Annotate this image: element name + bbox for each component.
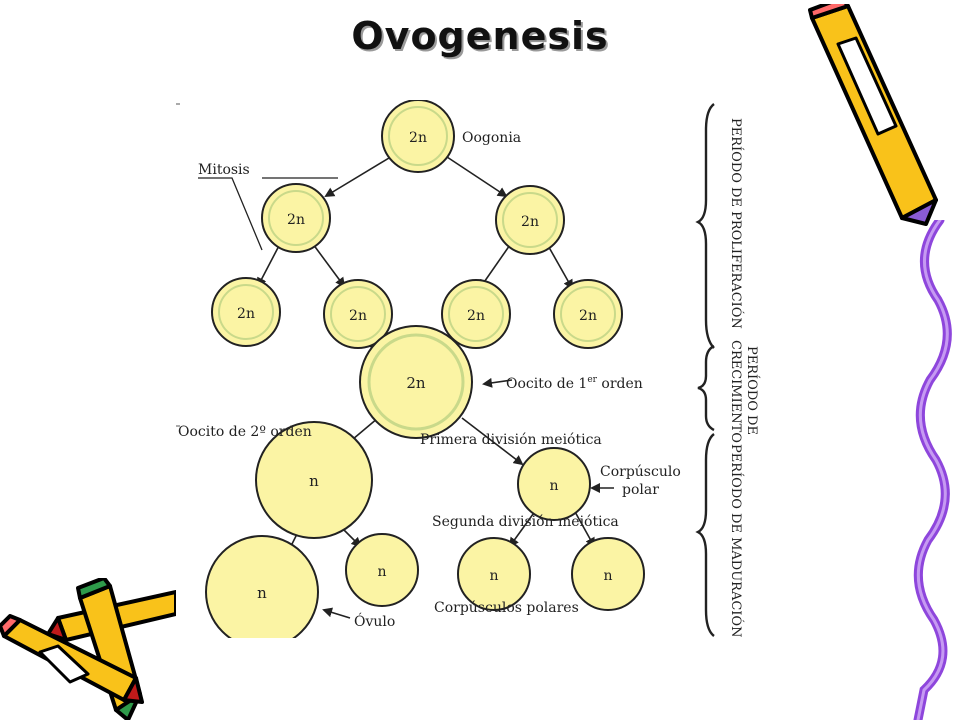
svg-text:n: n [309, 472, 319, 490]
svg-text:n: n [377, 564, 386, 580]
diagram-canvas: 2n 2n 2n 2n 2n 2n 2n 2n n n n n n n Oogo… [176, 99, 760, 649]
arrow [508, 509, 537, 548]
cell-2n-c: 2n [441, 279, 511, 349]
cell-secondary-oocyte: n [255, 421, 373, 539]
svg-text:2n: 2n [349, 308, 367, 324]
arrow [324, 154, 395, 198]
svg-text:2n: 2n [521, 214, 539, 230]
svg-text:n: n [603, 568, 612, 584]
label-period-growth-2: CRECIMIENTO [728, 340, 743, 443]
svg-text:2n: 2n [406, 374, 426, 392]
label-first-division: Primera división meiótica [420, 432, 602, 448]
label-primary-oocyte: Oocito de 1er orden [506, 375, 643, 392]
pencils-icon [0, 578, 176, 720]
label-oogonia: Oogonia [462, 130, 521, 146]
label-mitosis: Mitosis [198, 162, 250, 178]
arrow [573, 509, 595, 548]
svg-text:n: n [549, 478, 558, 494]
arrow [309, 239, 346, 288]
arrow [545, 241, 573, 290]
cell-polar-body-1: n [517, 447, 591, 521]
cell-polar-body-3: n [457, 537, 531, 611]
cell-2n-d: 2n [553, 279, 623, 349]
label-period-growth-1: PERÍODO DE [744, 346, 760, 435]
bracket-maturation [695, 433, 715, 637]
label-period-maturation: PERÍODO DE MADURACIÓN [728, 444, 745, 637]
arrow [443, 154, 508, 198]
svg-text:2n: 2n [467, 308, 485, 324]
svg-text:n: n [489, 568, 498, 584]
cell-2n-a: 2n [211, 277, 281, 347]
arrow [461, 417, 524, 466]
label-secondary-oocyte: Oocito de 2º orden [178, 424, 312, 440]
arrow [322, 607, 351, 619]
cell-oogonia: 2n [381, 99, 455, 173]
pencil-icon [808, 4, 938, 226]
cell-polar-body-2: n [345, 533, 419, 607]
label-polar-body-1: Corpúsculo [600, 464, 681, 480]
cell-mitosis-1: 2n [261, 183, 331, 253]
cell-polar-body-4: n [571, 537, 645, 611]
decorative-border [913, 220, 952, 720]
svg-text:2n: 2n [237, 306, 255, 322]
ovogenesis-diagram: 2n 2n 2n 2n 2n 2n 2n 2n n n n n n n Oogo… [176, 99, 762, 649]
label-polar-body-2: polar [622, 482, 659, 498]
svg-text:2n: 2n [287, 212, 305, 228]
ploidy-label: 2n [409, 130, 427, 146]
bracket-proliferation [695, 103, 715, 349]
svg-text:2n: 2n [579, 308, 597, 324]
arrow [482, 377, 513, 388]
label-ovum: Óvulo [354, 612, 395, 630]
slide-title: Ovogenesis [351, 14, 609, 58]
cell-primary-oocyte: 2n [359, 325, 473, 439]
label-polar-bodies: Corpúsculos polares [434, 600, 579, 616]
cell-2n-b: 2n [323, 279, 393, 349]
cell-mitosis-2: 2n [495, 185, 565, 255]
label-period-proliferation: PERÍODO DE PROLIFERACIÓN [728, 118, 745, 329]
cell-ovum: n [205, 535, 319, 649]
svg-text:n: n [257, 584, 267, 602]
bracket-growth [697, 344, 715, 432]
label-second-division: Segunda división meiótica [432, 514, 619, 530]
